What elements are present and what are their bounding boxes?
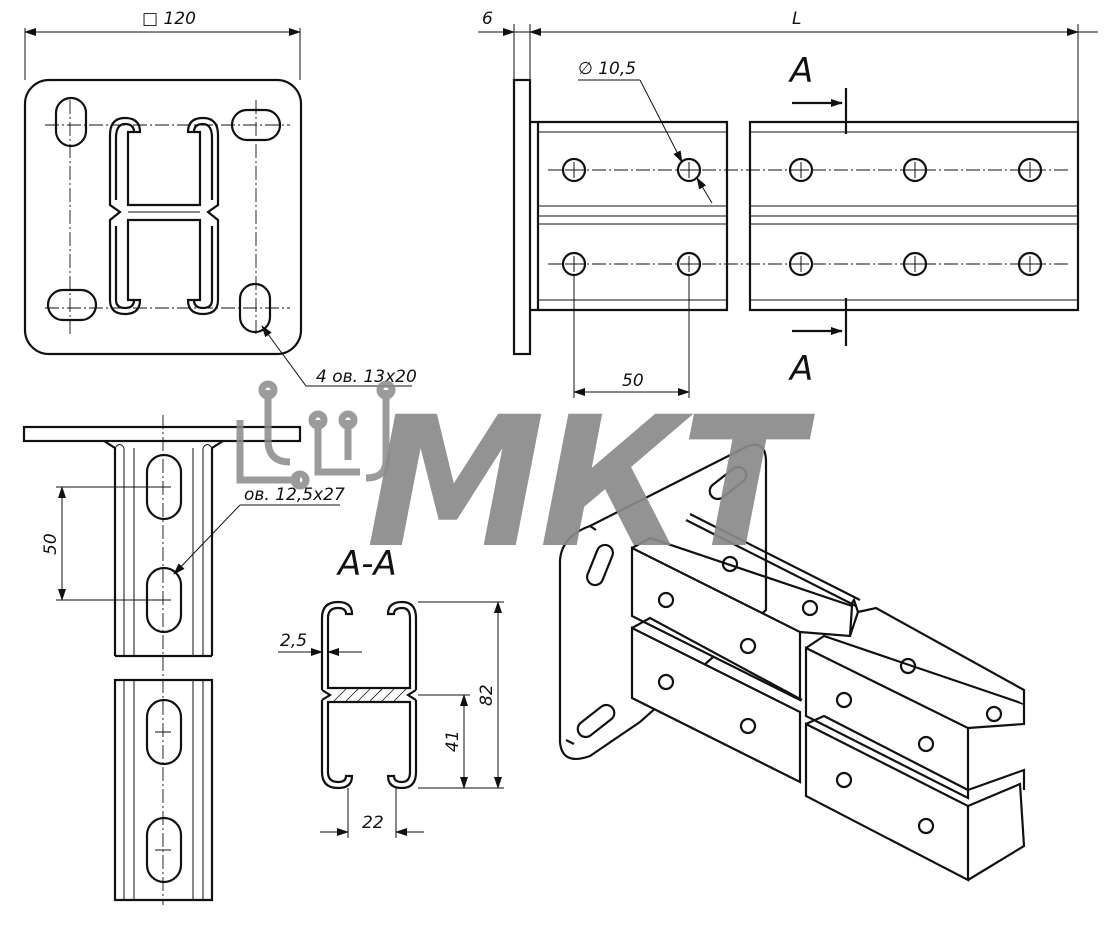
half-height-label: 41 [443, 730, 463, 752]
watermark-logo-icon [236, 380, 396, 490]
plate-size-label: □ 120 [142, 9, 196, 29]
watermark-text: МКТ [366, 379, 815, 588]
section-hatching [333, 687, 408, 702]
section-marker-top: A [788, 51, 813, 91]
hole-diameter-label: ∅ 10,5 [578, 59, 636, 79]
front-view: 6 L ∅ 10,5 [478, 9, 1098, 398]
plate-slots-label: 4 ов. 13х20 [316, 367, 417, 387]
section-a-a: A-A 2,5 82 41 22 [278, 544, 504, 838]
slot-pitch-side-label: 50 [41, 533, 61, 555]
section-title: A-A [336, 544, 397, 584]
side-view: 50 ов. 12,5х27 [22, 415, 345, 905]
watermark: МКТ [236, 379, 821, 588]
plate-plan-view: □ 120 4 ов. 13х20 [23, 9, 417, 387]
length-label: L [792, 9, 801, 29]
channel-holes [561, 157, 1043, 277]
plate-thickness-label: 6 [482, 9, 493, 29]
section-height-label: 82 [477, 684, 497, 706]
hole-pitch-label: 50 [622, 371, 644, 391]
wall-thickness-label: 2,5 [280, 631, 307, 651]
isometric-view [558, 443, 1026, 882]
side-slots-label: ов. 12,5х27 [244, 485, 345, 505]
section-marker-bottom: A [788, 349, 813, 389]
lip-gap-label: 22 [362, 813, 384, 833]
